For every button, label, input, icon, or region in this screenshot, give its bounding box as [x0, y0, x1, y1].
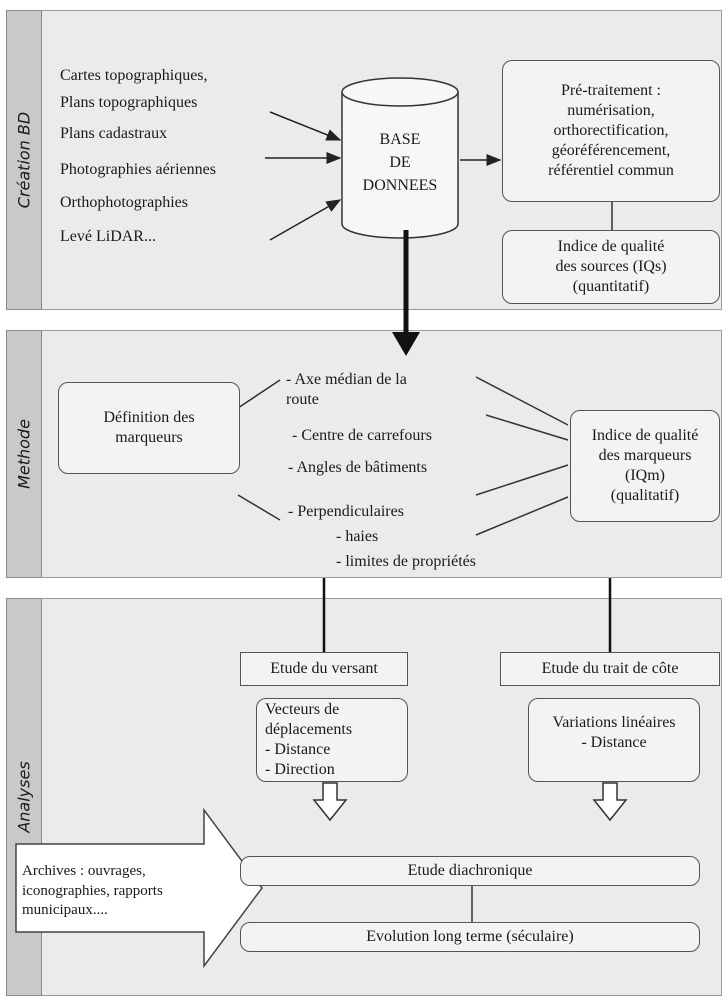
source-plans-topo: Plans topographiques [60, 94, 198, 111]
vecteurs-deplacements-box: Vecteurs de déplacements - Distance - Di… [256, 698, 408, 782]
source-leve-lidar: Levé LiDAR... [60, 228, 156, 245]
source-photos-aeriennes: Photographies aériennes [60, 161, 216, 178]
sidebar-creation-bd: Création BD [6, 10, 42, 310]
line-def-to-perp [237, 494, 281, 521]
line-centre-to-iqm [485, 414, 569, 441]
marker-limites-proprietes: - limites de propriétés [336, 553, 476, 570]
line-haies-to-iqm [475, 496, 569, 536]
etude-versant-box: Etude du versant [240, 652, 408, 686]
etude-trait-cote-box: Etude du trait de côte [500, 652, 720, 686]
arrow-topo-to-db [269, 111, 342, 141]
source-cartes-topo: Cartes topographiques, [60, 67, 208, 84]
big-down-arrow [392, 230, 420, 356]
iqm-box: Indice de qualité des marqueurs (IQm) (q… [570, 410, 720, 522]
line-axe-to-iqm [475, 376, 569, 426]
line-angles-to-iqm [475, 464, 569, 496]
source-orthophotos: Orthophotographies [60, 194, 188, 211]
line-def-to-axe [237, 379, 281, 409]
marker-axe-median: - Axe médian de la route [286, 371, 407, 408]
variations-lineaires-box: Variations linéaires - Distance [528, 698, 700, 782]
pretraitement-box: Pré-traitement : numérisation, orthorect… [502, 60, 720, 202]
definition-marqueurs-box: Définition des marqueurs [58, 382, 240, 474]
sidebar-methode: Methode [6, 330, 42, 578]
archives-big-arrow [15, 807, 263, 969]
database-label-3: DONNEES [362, 177, 438, 194]
arrow-lidar-to-db [269, 199, 342, 241]
iqs-box: Indice de qualité des sources (IQs) (qua… [502, 230, 720, 304]
hollow-arrow-right [592, 782, 628, 822]
source-plans-cadastraux: Plans cadastraux [60, 125, 168, 142]
marker-haies: - haies [336, 528, 379, 545]
marker-angles-batiments: - Angles de bâtiments [288, 459, 428, 476]
marker-perpendiculaires: - Perpendiculaires [288, 503, 404, 520]
database-label-2: DE [389, 154, 411, 171]
database-cylinder [341, 77, 459, 239]
evolution-long-terme-box: Evolution long terme (séculaire) [240, 922, 700, 952]
marker-centre-carrefours: - Centre de carrefours [292, 427, 432, 444]
hollow-arrow-left [312, 782, 348, 822]
archives-text: Archives : ouvrages, iconographies, rapp… [22, 863, 163, 918]
database-label-1: BASE [379, 131, 421, 148]
etude-diachronique-box: Etude diachronique [240, 856, 700, 886]
